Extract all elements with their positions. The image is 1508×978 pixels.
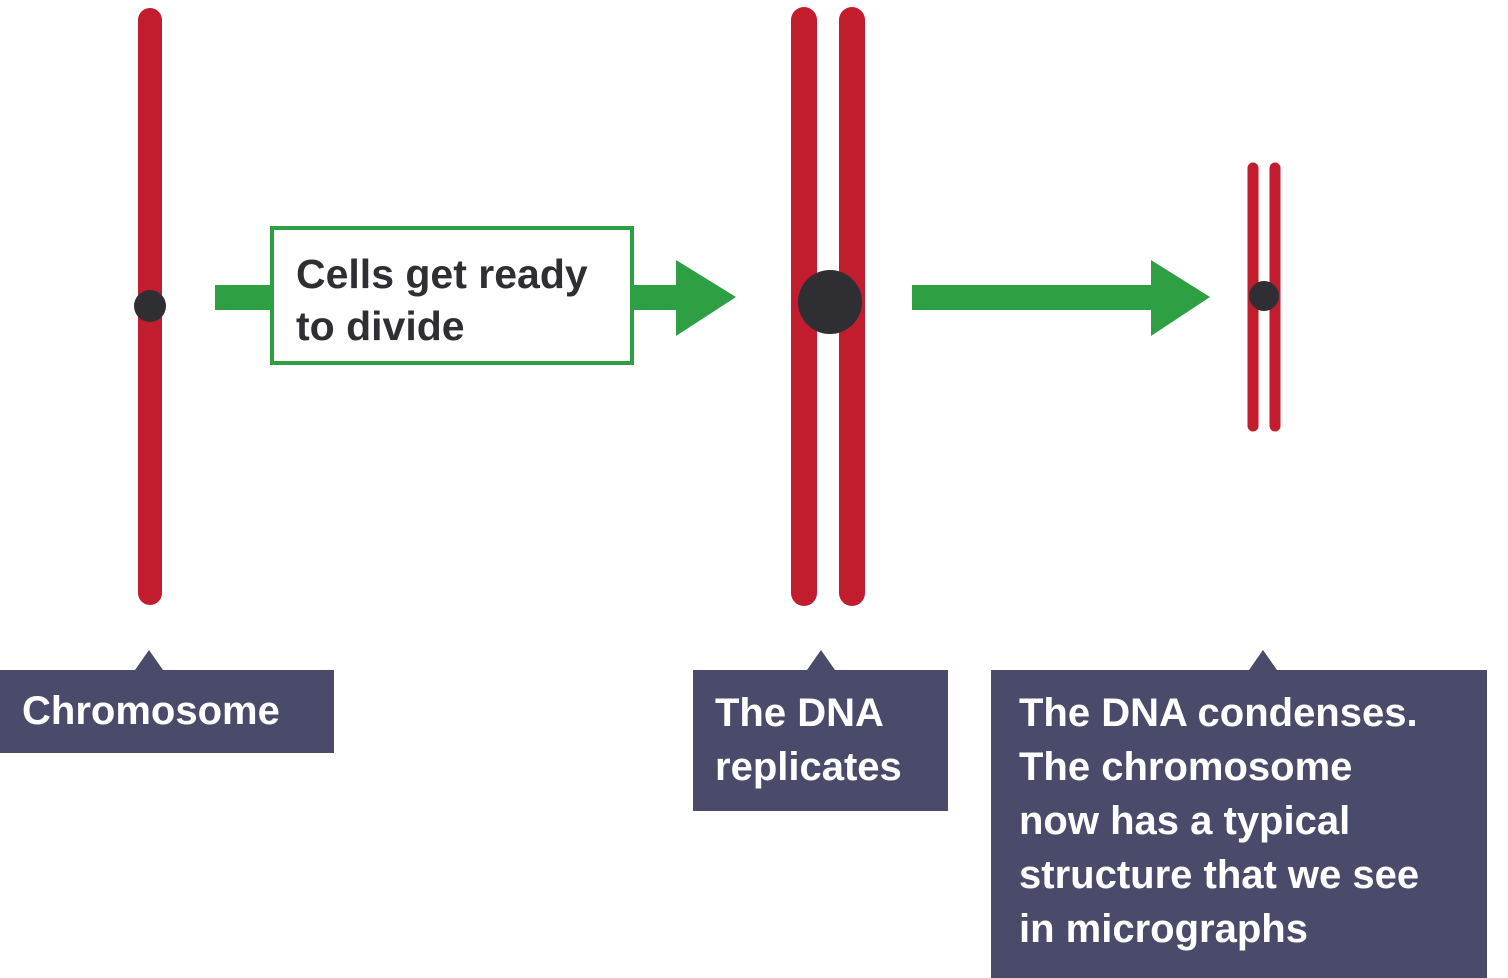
label-dna-replicates: The DNA replicates <box>693 650 948 811</box>
arrow-shaft <box>912 285 1157 310</box>
label-line: The chromosome <box>1019 745 1353 789</box>
arrow-to-condensed <box>912 260 1210 336</box>
label-line: The DNA condenses. <box>1019 691 1418 735</box>
label-line: now has a typical <box>1019 799 1351 843</box>
label-line: replicates <box>715 745 902 789</box>
process-box-get-ready-to-divide: Cells get ready to divide <box>270 226 634 365</box>
arrow-to-replicated <box>215 260 736 336</box>
label-line: structure that we see <box>1019 853 1420 897</box>
centromere <box>134 290 166 322</box>
process-box-line: Cells get ready <box>296 251 588 297</box>
process-box-line: to divide <box>296 303 465 349</box>
replicated-chromosome <box>791 7 865 606</box>
label-dna-condenses: The DNA condenses. The chromosome now ha… <box>991 650 1487 978</box>
label-line: in micrographs <box>1019 907 1308 951</box>
arrow-head <box>1151 260 1210 336</box>
condensed-chromosome <box>1247 162 1281 432</box>
arrow-head <box>676 260 736 336</box>
label-chromosome: Chromosome <box>0 650 334 753</box>
centromere <box>798 270 862 334</box>
arrow-shaft-left <box>215 285 275 310</box>
label-line: Chromosome <box>22 689 280 733</box>
label-line: The DNA <box>715 691 884 735</box>
centromere <box>1249 281 1279 311</box>
single-chromosome <box>134 8 166 605</box>
arrow-shaft-right <box>630 285 680 310</box>
